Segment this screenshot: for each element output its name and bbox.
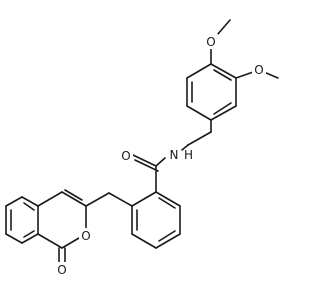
bond-carbonyl-o2: [134, 159, 159, 172]
bond-n-carbonyl: [155, 157, 166, 167]
molecule-structure-diagram: O O N H O O O: [5, 19, 279, 277]
bond-bz-d3: [23, 230, 35, 238]
bond-bz-4: [5, 233, 23, 244]
atom-h-amide: H: [184, 148, 193, 162]
bond-c3-c4-d: [64, 189, 83, 201]
benzo-ring: [5, 196, 39, 244]
bond-r1-a: [210, 63, 237, 79]
bond-c1-oring: [61, 237, 80, 249]
bond-r2-c: [155, 233, 181, 249]
atom-o-methoxy-right: O: [254, 63, 263, 77]
bond-carbonyl-o1: [132, 154, 157, 167]
bond-ring-ch2-bridge: [108, 192, 133, 207]
bond-ch2-isochromenone: [85, 192, 110, 207]
atom-o-methoxy-top: O: [206, 35, 215, 49]
bond-r1-d: [186, 105, 212, 121]
bond-r1-d1: [213, 69, 232, 81]
bond-c8a-c1: [37, 233, 63, 249]
bond-r2-d1: [158, 197, 176, 209]
bonds: [37, 19, 279, 263]
bond-ch2-ch2: [187, 131, 212, 146]
bond-r2-d: [131, 233, 157, 249]
bond-c3-c4: [61, 191, 87, 207]
bond-bz-1: [21, 196, 39, 207]
bond-r1-c: [210, 105, 237, 121]
atom-o-lactone: O: [57, 263, 66, 277]
bond-r1-f: [186, 63, 212, 79]
bond-bz-2: [5, 196, 23, 207]
bond-bz-d1: [23, 202, 35, 211]
atom-o-ring: O: [81, 229, 90, 243]
bond-ch2-n: [181, 144, 189, 151]
bond-r2-a: [155, 191, 181, 207]
bond-r2-f: [131, 191, 157, 207]
bond-r2-d2: [158, 230, 176, 242]
atom-o-amide: O: [121, 149, 130, 163]
bond-bz-5: [21, 233, 39, 244]
bond-c4-c4a: [37, 191, 63, 207]
bond-r1-d2: [213, 102, 232, 115]
atom-labels: O O N H O O O: [55, 34, 266, 277]
atom-n-amide: N: [170, 148, 179, 162]
